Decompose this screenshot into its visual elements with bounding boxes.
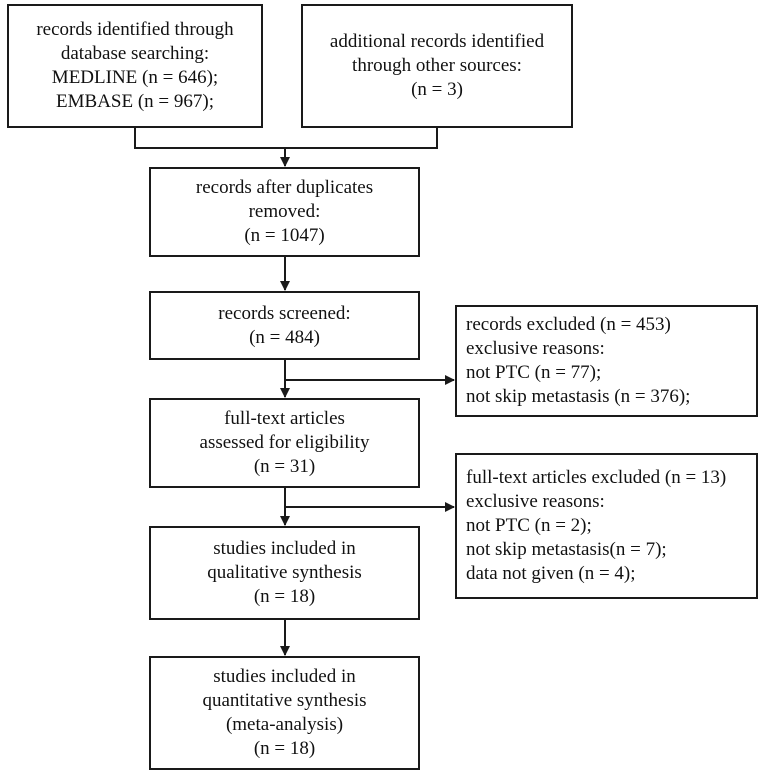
after-duplicates-line-3: (n = 1047) (244, 225, 325, 246)
box-quantitative-synthesis: studies included in quantitative synthes… (149, 656, 420, 770)
full-text-line-2: assessed for eligibility (199, 432, 370, 453)
db-search-line-2: database searching: (60, 43, 210, 64)
quantitative-line-1: studies included in (213, 666, 356, 687)
box-other-sources: additional records identified through ot… (301, 4, 573, 128)
quantitative-line-3: (meta-analysis) (225, 714, 344, 735)
excluded-full-text-line-4: not skip metastasis(n = 7); (466, 539, 667, 560)
other-sources-line-1: additional records identified (329, 31, 545, 52)
db-search-line-3: MEDLINE (n = 646); (51, 67, 219, 88)
excluded-full-text-line-2: exclusive reasons: (466, 491, 605, 512)
after-duplicates-line-2: removed: (248, 201, 321, 222)
excluded-full-text-line-3: not PTC (n = 2); (466, 515, 592, 536)
other-sources-line-3: (n = 3) (411, 79, 463, 100)
excluded-records-line-3: not PTC (n = 77); (466, 362, 602, 383)
excluded-records-line-4: not skip metastasis (n = 376); (466, 386, 691, 407)
quantitative-line-2: quantitative synthesis (202, 690, 367, 711)
quantitative-line-4: (n = 18) (253, 738, 316, 759)
db-search-line-1: records identified through (36, 19, 234, 40)
db-search-line-4: EMBASE (n = 967); (56, 91, 214, 112)
box-database-search: records identified through database sear… (7, 4, 263, 128)
other-sources-line-2: through other sources: (352, 55, 522, 76)
qualitative-line-2: qualitative synthesis (207, 562, 362, 583)
screened-line-2: (n = 484) (249, 326, 320, 348)
box-records-excluded: records excluded (n = 453) exclusive rea… (455, 305, 758, 417)
box-after-duplicates: records after duplicates removed: (n = 1… (149, 167, 420, 257)
box-qualitative-synthesis: studies included in qualitative synthesi… (149, 526, 420, 620)
box-full-text-excluded: full-text articles excluded (n = 13) exc… (455, 453, 758, 599)
after-duplicates-line-1: records after duplicates (195, 177, 374, 198)
full-text-line-1: full-text articles (224, 408, 345, 429)
box-full-text-assessed: full-text articles assessed for eligibil… (149, 398, 420, 488)
qualitative-line-3: (n = 18) (253, 586, 316, 607)
excluded-full-text-line-1: full-text articles excluded (n = 13) (466, 467, 727, 488)
qualitative-line-1: studies included in (213, 538, 356, 559)
excluded-records-line-2: exclusive reasons: (466, 338, 605, 359)
excluded-records-line-1: records excluded (n = 453) (466, 314, 671, 335)
box-records-screened: records screened: (n = 484) (149, 291, 420, 360)
excluded-full-text-line-5: data not given (n = 4); (466, 563, 636, 584)
screened-line-1: records screened: (218, 302, 351, 324)
full-text-line-3: (n = 31) (253, 456, 316, 477)
